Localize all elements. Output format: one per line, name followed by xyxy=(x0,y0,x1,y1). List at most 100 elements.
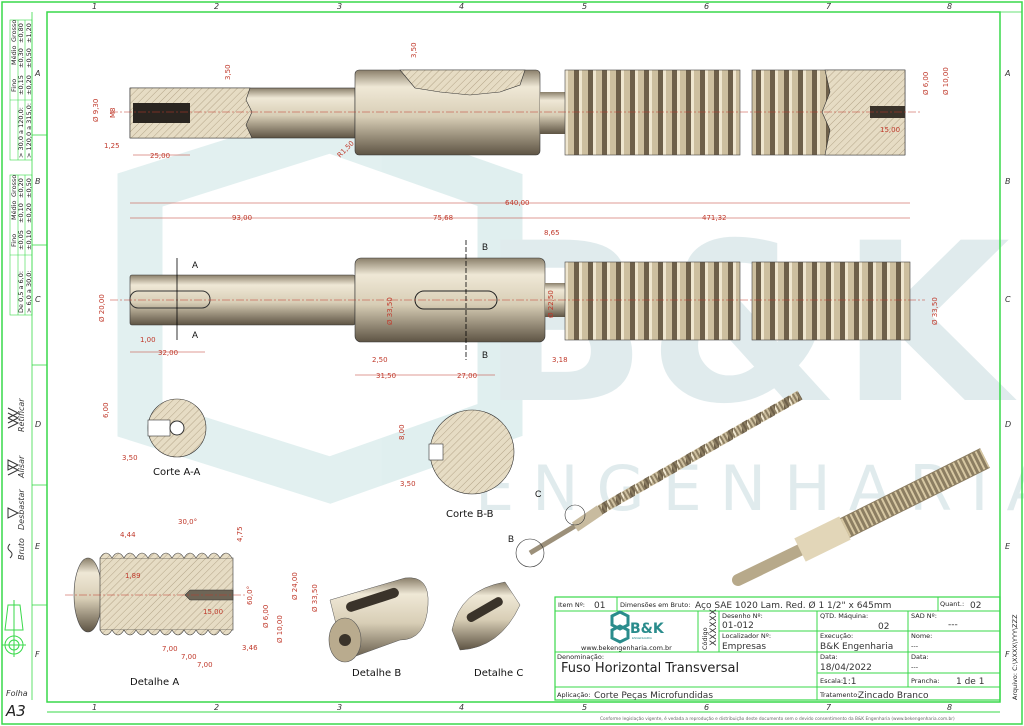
sheet-columns-4: 5 xyxy=(582,2,587,11)
dims-mid-d2250: Ø 22,50 xyxy=(547,290,555,318)
sheet-rows-5: F xyxy=(1005,650,1010,659)
finish-symbols xyxy=(2,407,26,657)
tolerance-tables-1-rows-0-values-1: ±0,10 xyxy=(17,203,25,223)
finish-symbols-1-label: Alisar xyxy=(17,455,26,479)
tolerance-tables-1-rows-0-values-0: ±0,05 xyxy=(17,230,25,250)
title-block-data2: --- xyxy=(911,663,919,671)
dims-mid-d100: 1,00 xyxy=(140,336,156,344)
detail-a-d7a: 7,00 xyxy=(162,645,178,653)
dims-mid-total: 640,00 xyxy=(505,199,530,207)
title-block-codigo: XXXXXX xyxy=(709,609,719,646)
sheet-columns-0: 1 xyxy=(92,703,97,712)
section-bb-d8: 8,00 xyxy=(398,424,406,440)
tolerance-tables-0-rows-0-range: > 30,0 a 120,0: xyxy=(17,107,25,158)
title-block-logo-text: B&K xyxy=(630,621,665,637)
tolerance-tables-1-headers-0: Fino xyxy=(10,234,18,247)
detail-a: 4,44 30,0° 4,75 1,89 60,0° Ø 24,00 Ø 33,… xyxy=(65,518,319,688)
title-block-codigo-label: Código xyxy=(701,627,709,650)
tolerance-tables-0-rows-1-range: > 120,0 a 315,0: xyxy=(25,103,33,158)
detail-a-d6: Ø 6,00 xyxy=(262,605,270,628)
dims-top-d6: Ø 6,00 xyxy=(922,72,930,95)
finish-symbols-2-label: Desbastar xyxy=(17,489,26,530)
dims-top-d350b: 3,50 xyxy=(410,42,418,58)
sheet-columns-5: 6 xyxy=(704,703,709,712)
detail-a-d7b: 7,00 xyxy=(181,653,197,661)
section-a-a: 6,00 3,50 Corte A-A xyxy=(102,398,207,478)
sheet-columns-3: 4 xyxy=(459,703,464,712)
title-block-escala: 1:1 xyxy=(842,677,856,687)
dims-mid-d93: 93,00 xyxy=(232,214,252,222)
dims-mid-d20: Ø 20,00 xyxy=(98,294,106,322)
detail-a-title: Detalhe A xyxy=(130,677,179,688)
section-b-b: 8,00 3,50 Corte B-B xyxy=(398,409,515,520)
dims-top-m8: M8 xyxy=(109,108,117,119)
detail-a-d189: 1,89 xyxy=(125,572,141,580)
sheet-columns-7: 8 xyxy=(947,703,952,712)
tolerance-tables-0-rows-1-values-0: ±0,20 xyxy=(25,75,33,95)
sheet-rows-5: F xyxy=(35,650,40,659)
tolerance-tables-1-headers-1: Médio xyxy=(10,200,18,220)
detail-a-d444: 4,44 xyxy=(120,531,136,539)
dims-top-d10: Ø 10,00 xyxy=(942,67,950,95)
title-block-aplicacao-label: Aplicação: xyxy=(557,691,590,699)
dims-mid-d32: 32,00 xyxy=(158,349,178,357)
folha-label: Folha xyxy=(6,689,28,698)
detail-a-d60: 60,0° xyxy=(246,586,254,605)
sheet-rows-2: C xyxy=(35,295,41,304)
finish-symbols-3-label: Bruto xyxy=(17,538,26,560)
tolerance-tables-1-rows-1-values-1: ±0,20 xyxy=(25,203,33,223)
title-block-aplicacao: Corte Peças Microfundidas xyxy=(594,691,713,701)
sheet-columns-1: 2 xyxy=(214,703,219,712)
detail-a-d3350: Ø 33,50 xyxy=(311,584,319,612)
watermark: B&K ENGENHARIA xyxy=(117,106,1024,525)
dims-mid-d27: 27,00 xyxy=(457,372,477,380)
title-block-tratamento: Zincado Branco xyxy=(858,691,929,701)
sheet-rows-4: E xyxy=(1005,542,1011,551)
section-aa-d6: 6,00 xyxy=(102,402,110,418)
tolerance-tables-1-rows-0-values-2: ±0,20 xyxy=(17,178,25,198)
file-path: Arquivo: C:\XXXX\YYY\ZZZ xyxy=(1011,614,1019,700)
detail-b-title: Detalhe B xyxy=(352,668,401,679)
dims-top-d15: 15,00 xyxy=(880,126,900,134)
dims-mid-d318: 3,18 xyxy=(552,356,568,364)
tolerance-tables-0-rows-0-values-0: ±0,15 xyxy=(17,75,25,95)
detail-c-render: Detalhe C xyxy=(451,581,523,679)
sheet-size: A3 xyxy=(5,702,26,720)
dims-mid-d3150: 31,50 xyxy=(376,372,396,380)
bk-logo: B&K ENGENHARIA xyxy=(610,610,665,644)
sheet-columns-6: 7 xyxy=(826,703,832,712)
title-block: Item Nº: 01 Dimensões em Bruto: Aço SAE … xyxy=(554,596,1001,701)
sheet-rows-3: D xyxy=(35,420,41,429)
sheet-rows-3: D xyxy=(1005,420,1011,429)
title-block-qtd: 02 xyxy=(878,622,889,632)
dims-top-d930: Ø 9,30 xyxy=(92,99,100,122)
dims-mid-secB: B xyxy=(482,350,488,360)
dims-mid-secA: A xyxy=(192,330,198,340)
title-block-item: 01 xyxy=(594,601,605,611)
sheet-rows-0: A xyxy=(34,69,40,78)
alisar-icon xyxy=(7,459,20,476)
title-block-logo-sub: ENGENHARIA xyxy=(632,636,652,640)
callout-c: C xyxy=(535,489,542,499)
dims-mid-d7568: 75,68 xyxy=(433,214,453,222)
tolerance-tables-1-rows-1-values-0: ±0,10 xyxy=(25,230,33,250)
detail-a-d10: Ø 10,00 xyxy=(276,615,284,643)
title-block-localizador-label: Localizador Nº: xyxy=(722,632,771,640)
detail-a-d475: 4,75 xyxy=(236,526,244,542)
desbastar-icon xyxy=(7,507,20,519)
sheet-rows-1: B xyxy=(35,177,41,186)
sheet-columns-7: 8 xyxy=(947,2,952,11)
title-block-sad-label: SAD Nº: xyxy=(911,612,937,620)
tolerance-tables-1-headers-2: Grosso xyxy=(10,175,18,197)
sheet-columns-0: 1 xyxy=(92,2,97,11)
column-markers: 1 2 3 4 5 6 7 8 1 2 3 4 5 6 7 8 xyxy=(92,2,952,712)
website-link[interactable]: www.bekengenharia.com.br xyxy=(581,644,672,652)
tolerance-tables-0-headers-2: Grosso xyxy=(10,20,18,42)
section-bb-title: Corte B-B xyxy=(446,509,494,520)
title-block-desenho-label: Desenho Nº: xyxy=(722,612,763,620)
title-block-quant: 02 xyxy=(970,601,981,611)
copyright-footer: Conforme legislação vigente, é vedada a … xyxy=(600,715,955,722)
